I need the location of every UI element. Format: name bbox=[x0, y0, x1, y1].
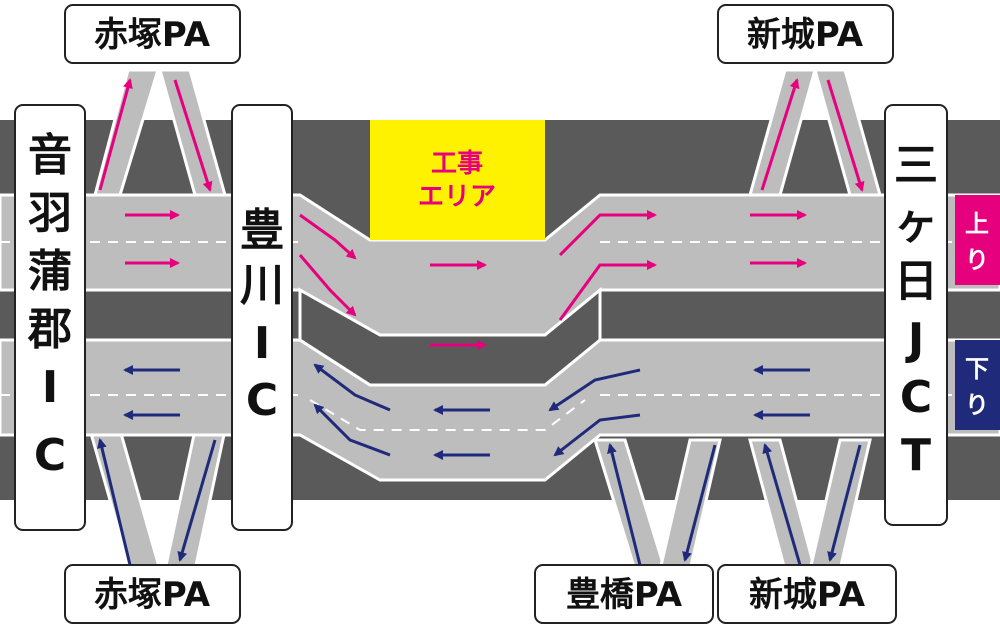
up-arrow bbox=[299, 213, 357, 260]
akatsuka-pa-bottom-label: 赤塚PA bbox=[64, 564, 241, 624]
shinshiro-pa-top-label: 新城PA bbox=[717, 4, 894, 64]
ic-char: C bbox=[34, 430, 66, 481]
up-arrow bbox=[558, 210, 657, 257]
down-arrow bbox=[827, 444, 862, 562]
ic-char: 川 bbox=[240, 260, 284, 311]
ic-char: 羽 bbox=[28, 188, 72, 239]
up-arrow bbox=[760, 78, 800, 191]
svg-text:下: 下 bbox=[965, 355, 989, 383]
up-arrow bbox=[558, 260, 657, 321]
ic-char: I bbox=[42, 362, 58, 413]
work-zone bbox=[370, 120, 545, 240]
ic-char: C bbox=[246, 375, 278, 426]
work-area-label-1: 工事 bbox=[431, 149, 483, 179]
up-arrow bbox=[826, 79, 865, 192]
up-arrow bbox=[298, 254, 357, 317]
jct-char: C bbox=[900, 372, 932, 423]
down-arrow bbox=[313, 403, 391, 457]
down-arrow bbox=[313, 363, 391, 412]
down-arrow bbox=[177, 439, 217, 562]
svg-text:り: り bbox=[965, 391, 989, 419]
toyohashi-pa-label: 豊橋PA bbox=[534, 564, 714, 624]
jct-char: ヶ bbox=[894, 198, 938, 249]
jct-char: 三 bbox=[894, 140, 938, 191]
down-arrow bbox=[97, 438, 132, 566]
up-arrow bbox=[173, 79, 213, 192]
ic-char: 豊 bbox=[240, 205, 284, 256]
svg-text:赤塚PA: 赤塚PA bbox=[94, 575, 211, 615]
mikkabi-jct-box: 三 ヶ 日 J C T bbox=[884, 104, 948, 526]
up-direction-badge: 上 り bbox=[955, 195, 1000, 285]
down-arrow bbox=[548, 368, 641, 412]
median-strip bbox=[298, 286, 602, 387]
toyokawa-ic-box: 豊 川 I C bbox=[231, 104, 293, 531]
svg-text:豊橋PA: 豊橋PA bbox=[566, 575, 683, 615]
down-arrow bbox=[553, 413, 641, 457]
downbound-arrows bbox=[97, 363, 862, 566]
ic-char: I bbox=[254, 318, 270, 369]
jct-char: 日 bbox=[894, 256, 938, 307]
down-arrow bbox=[762, 443, 802, 566]
ic-char: 音 bbox=[28, 130, 72, 181]
jct-char: J bbox=[905, 314, 924, 365]
svg-text:新城PA: 新城PA bbox=[747, 15, 864, 55]
ic-char: 郡 bbox=[27, 304, 72, 355]
down-arrow bbox=[607, 443, 642, 566]
svg-text:赤塚PA: 赤塚PA bbox=[94, 15, 211, 55]
svg-text:上: 上 bbox=[965, 210, 989, 238]
down-arrow bbox=[682, 444, 717, 562]
upbound-arrows bbox=[98, 78, 865, 350]
akatsuka-pa-top-label: 赤塚PA bbox=[64, 4, 241, 64]
otowa-gamagori-ic-box: 音 羽 蒲 郡 I C bbox=[14, 104, 86, 531]
svg-text:り: り bbox=[965, 246, 989, 274]
up-arrow bbox=[98, 78, 133, 191]
jct-char: T bbox=[901, 430, 931, 481]
svg-text:新城PA: 新城PA bbox=[749, 575, 866, 615]
ic-char: 蒲 bbox=[28, 246, 72, 297]
work-area-label-2: エリア bbox=[418, 182, 496, 212]
down-direction-badge: 下 り bbox=[955, 340, 1000, 430]
shinshiro-pa-bottom-label: 新城PA bbox=[717, 564, 897, 624]
